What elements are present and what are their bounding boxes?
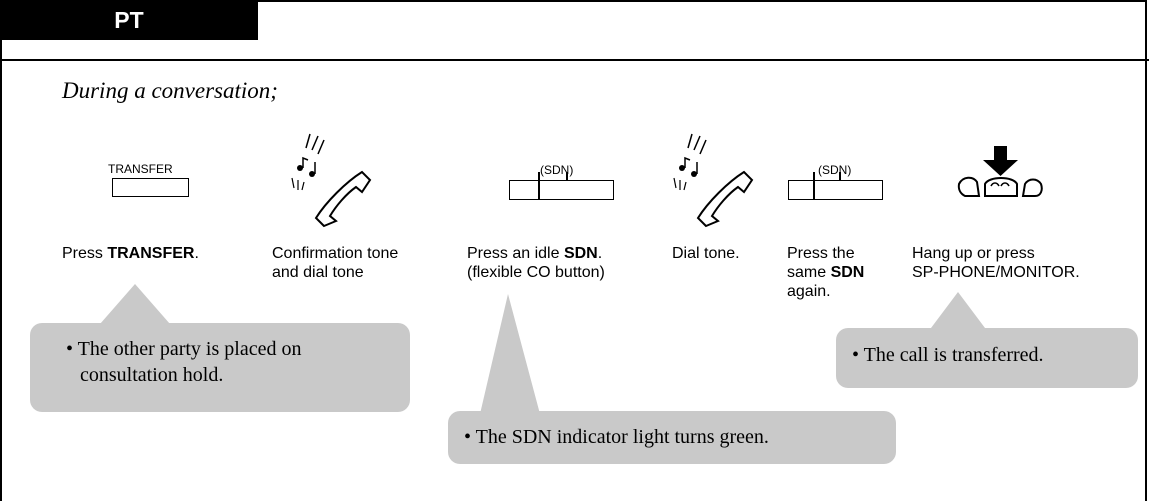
section-rule xyxy=(0,59,1149,61)
handset-tone-icon xyxy=(673,133,754,228)
step-caption: Press an idle SDN. (flexible CO button) xyxy=(467,245,605,281)
sdn-button-label: (SDN) xyxy=(818,163,852,177)
transfer-button xyxy=(112,178,189,197)
note-pointer xyxy=(480,294,540,414)
intro-text: During a conversation; xyxy=(62,78,278,103)
sdn-button xyxy=(509,172,614,200)
note-bubble-hold: • The other party is placed on consultat… xyxy=(30,323,410,412)
note-pointer xyxy=(928,292,988,332)
note-bubble-green: • The SDN indicator light turns green. xyxy=(448,411,896,464)
hang-up-icon xyxy=(957,146,1043,197)
sdn-button-label: (SDN) xyxy=(540,163,574,177)
section-tab: PT xyxy=(0,0,258,40)
handset-tone-icon xyxy=(291,133,372,228)
step-caption: Dial tone. xyxy=(672,245,740,262)
step-caption: Press TRANSFER. xyxy=(62,245,199,262)
note-pointer xyxy=(100,284,170,324)
sdn-button xyxy=(788,172,883,200)
transfer-button-label: TRANSFER xyxy=(108,162,173,176)
step-caption: Press the same SDN again. xyxy=(787,245,865,300)
note-bubble-transferred: • The call is transferred. xyxy=(836,328,1138,388)
